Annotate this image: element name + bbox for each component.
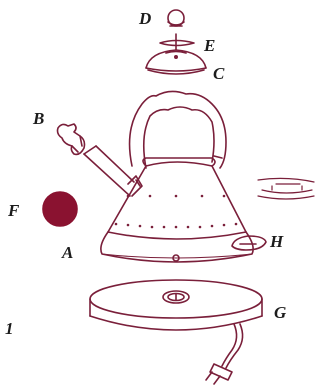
side-detail-icon [258,178,314,199]
power-base-icon [90,280,262,330]
kettle-body-icon [101,158,253,262]
label-c: C [213,65,224,82]
knob-icon [168,10,184,26]
red-disc-icon [43,192,77,226]
label-a: A [62,244,73,261]
kettle-handle-icon [130,91,226,168]
figure-number: 1 [5,320,14,337]
bird-whistle-icon [58,124,85,154]
power-cord-icon [206,324,243,384]
label-e: E [204,37,215,54]
label-g: G [274,304,286,321]
label-h: H [270,233,283,250]
lid-icon [146,50,206,74]
label-b: B [33,110,44,127]
gasket-icon [160,34,194,50]
label-d: D [139,10,151,27]
label-f: F [8,202,19,219]
